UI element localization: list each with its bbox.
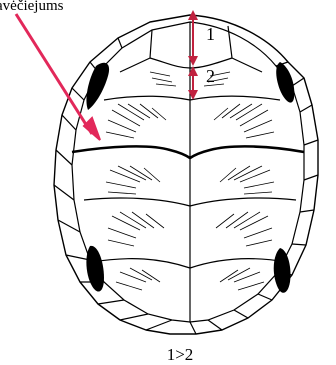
annotation-label: avėčiejums [0, 0, 64, 14]
measure-1-label: 1 [206, 24, 215, 44]
caption: 1>2 [167, 345, 194, 364]
measure-2-label: 2 [206, 66, 215, 86]
